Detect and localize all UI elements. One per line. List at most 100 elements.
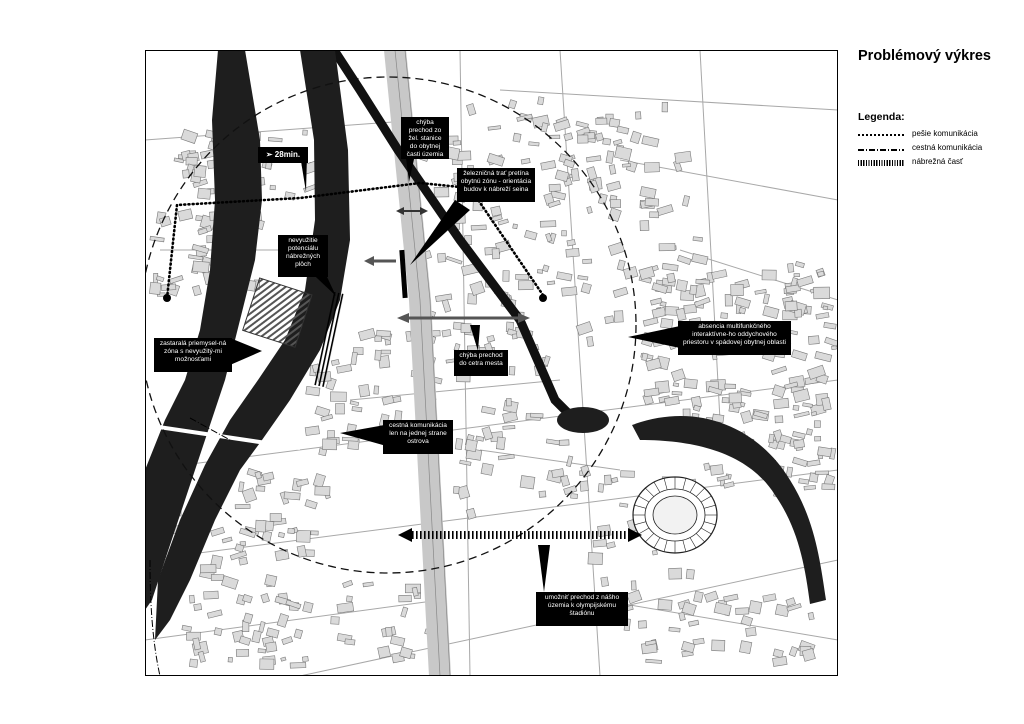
building [173, 157, 185, 164]
building [259, 658, 275, 670]
building [672, 382, 680, 387]
building [792, 388, 811, 403]
legend-title: Legenda: [858, 111, 905, 123]
building [265, 641, 278, 653]
building [814, 435, 822, 442]
road-dashdot-bridge [189, 417, 231, 441]
note-city-center: chýba prechod do cetra mesta [454, 350, 508, 376]
building [635, 111, 642, 120]
building [342, 579, 354, 589]
building [711, 269, 728, 280]
bridge [145, 423, 301, 450]
building [592, 539, 607, 548]
building [586, 155, 602, 163]
building [399, 646, 413, 660]
building [467, 293, 478, 305]
stadium-rib [703, 521, 716, 526]
building [787, 262, 795, 273]
building [629, 130, 642, 145]
building [683, 304, 697, 314]
building [650, 297, 663, 306]
building [807, 612, 815, 621]
building [637, 620, 647, 629]
building [614, 145, 633, 161]
building [264, 574, 278, 587]
building [460, 323, 472, 333]
road-dashdot-west [149, 559, 161, 676]
building [546, 280, 556, 286]
legend-item-road: cestná komunikácia [858, 143, 1018, 155]
building [269, 513, 282, 522]
building [380, 349, 391, 355]
building [638, 266, 656, 281]
building [330, 358, 340, 366]
building [351, 406, 363, 413]
building [374, 349, 382, 361]
building [595, 117, 608, 125]
building [577, 275, 589, 281]
building [740, 410, 754, 424]
building [242, 593, 253, 604]
building [293, 628, 304, 640]
building [480, 462, 494, 476]
building [528, 141, 540, 147]
building [815, 470, 830, 475]
building [735, 607, 750, 615]
building [302, 129, 308, 136]
stadium-rib [700, 527, 712, 535]
building [563, 158, 576, 169]
building [805, 428, 813, 436]
stadium-rib [682, 540, 687, 552]
building [481, 405, 496, 415]
stadium-rib [634, 521, 647, 526]
building [495, 436, 506, 450]
building [728, 392, 742, 404]
building [796, 275, 814, 288]
building [605, 150, 615, 164]
building [304, 499, 318, 510]
building [234, 543, 245, 553]
building [597, 483, 605, 493]
arrow-station-west [364, 256, 396, 266]
building [358, 383, 371, 398]
building [561, 286, 578, 297]
building [188, 254, 204, 261]
building [674, 150, 692, 164]
building [466, 103, 477, 116]
building [604, 315, 615, 325]
building [561, 230, 567, 237]
building [570, 168, 580, 182]
building [716, 474, 730, 482]
building [762, 593, 777, 603]
building [734, 296, 752, 309]
building [658, 243, 676, 252]
note-crossing-station: chýba prechod zo žel. stanice do obytnej… [401, 117, 449, 159]
stadium [632, 476, 718, 554]
building [373, 385, 380, 395]
building [773, 397, 790, 410]
building [622, 163, 631, 168]
building [330, 391, 347, 402]
dotted-line-icon [858, 134, 904, 136]
building [817, 270, 825, 278]
building [235, 648, 250, 657]
stadium-rib [695, 533, 705, 543]
building [285, 599, 302, 610]
note-industrial: zastaralá priemysel-ná zóna s nevyužitý-… [154, 338, 232, 372]
building [341, 436, 359, 442]
building [304, 425, 320, 436]
building [692, 404, 701, 412]
building [188, 594, 196, 604]
building [681, 601, 697, 616]
building [553, 119, 571, 132]
building [580, 464, 592, 478]
building [691, 253, 709, 265]
legend-label: cestná komunikácia [912, 143, 983, 152]
building [486, 334, 496, 343]
building [322, 438, 338, 451]
building [558, 439, 570, 446]
arrow-stadium [398, 528, 642, 542]
route-end-point [539, 294, 547, 302]
stadium-rib [663, 540, 668, 552]
building [651, 282, 669, 294]
